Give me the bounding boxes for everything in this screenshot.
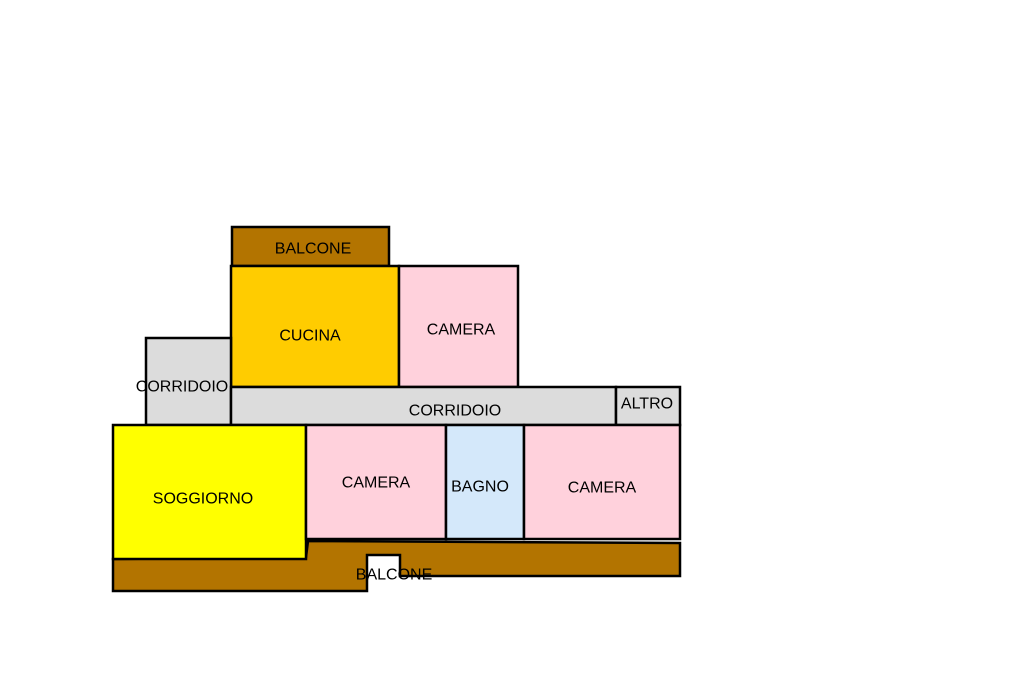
label-altro: ALTRO — [621, 396, 673, 413]
label-cucina: CUCINA — [279, 328, 341, 345]
room-soggiorno — [111, 423, 308, 561]
room-corridoio-left — [144, 336, 233, 427]
label-soggiorno: SOGGIORNO — [153, 491, 253, 508]
label-balcone-top: BALCONE — [275, 241, 351, 258]
room-camera-middle — [304, 423, 448, 541]
label-bagno: BAGNO — [451, 479, 509, 496]
room-camera-right — [522, 423, 682, 541]
label-corridoio-main: CORRIDOIO — [409, 403, 501, 420]
room-bagno — [444, 423, 526, 541]
label-corridoio-left: CORRIDOIO — [136, 379, 228, 396]
room-balcone-bottom — [111, 539, 682, 593]
label-camera-middle: CAMERA — [342, 475, 411, 492]
label-balcone-bottom: BALCONE — [356, 567, 432, 584]
room-balcone-top — [230, 225, 391, 268]
label-camera-top: CAMERA — [427, 322, 496, 339]
room-cucina — [229, 264, 401, 389]
label-camera-right: CAMERA — [568, 480, 637, 497]
